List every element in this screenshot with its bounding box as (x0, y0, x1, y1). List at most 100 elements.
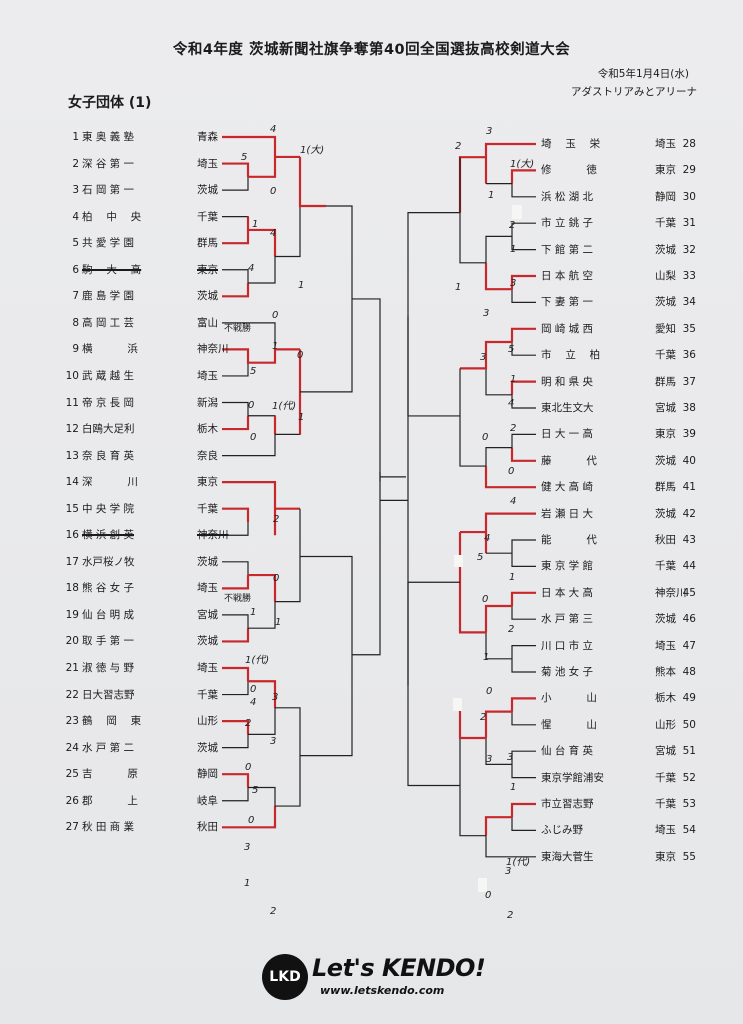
team-name: 仙 台 明 成 (82, 608, 135, 621)
score-mark: 5 (250, 366, 257, 377)
team-prefecture: 栃木 (655, 692, 676, 705)
team-prefecture: 埼玉 (197, 662, 218, 674)
score-mark: 1(代) (272, 401, 297, 412)
team-number: 16 (65, 529, 79, 542)
team-prefecture: 千葉 (655, 349, 676, 362)
team-name: 下 妻 第 一 (541, 296, 594, 309)
winner-line (484, 466, 536, 489)
team-prefecture: 茨城 (197, 184, 218, 197)
team-name: 横 浜 (82, 343, 138, 356)
team-number: 5 (72, 237, 79, 250)
team-prefecture: 茨城 (197, 555, 218, 568)
team-name: 横 浜 創 英 (82, 529, 135, 542)
winner-line (248, 228, 277, 257)
team-name: 日 本 大 高 (541, 586, 594, 599)
team-number: 13 (65, 449, 79, 462)
team-name: 東 京 学 館 (541, 560, 594, 573)
winner-line (222, 283, 250, 298)
team-name: 小 山 (541, 692, 597, 705)
team-name: 水 戸 第 二 (82, 741, 135, 754)
team-prefecture: 東京 (655, 164, 676, 177)
winner-line (510, 169, 536, 184)
team-number: 53 (682, 798, 696, 810)
team-name: 東北生文大 (541, 402, 594, 414)
team-prefecture: 栃木 (197, 423, 218, 436)
team-name: 吉 原 (82, 768, 138, 781)
team-prefecture: 静岡 (655, 190, 676, 203)
team-prefecture: 千葉 (197, 688, 218, 701)
team-prefecture: 千葉 (655, 560, 676, 573)
winner-line (222, 719, 250, 735)
score-mark: 4 (484, 533, 491, 544)
page-title: 令和4年度 茨城新聞社旗争奪第40回全国選抜高校剣道大会 (172, 42, 571, 58)
team-prefecture: 茨城 (197, 635, 218, 648)
score-mark: 0 (250, 684, 257, 695)
logo-badge: LKD (262, 954, 308, 1000)
team-prefecture: 熊本 (655, 666, 676, 678)
winner-line (460, 340, 512, 370)
score-mark: 2 (508, 624, 515, 635)
team-number: 30 (682, 190, 696, 203)
team-number: 24 (65, 741, 79, 754)
team-number: 49 (682, 692, 696, 705)
event-venue: アダストリアみとアリーナ (571, 86, 697, 98)
team-prefecture: 愛知 (655, 322, 676, 335)
team-number: 32 (682, 243, 696, 256)
forfeit-note-6: 不戦勝 (224, 324, 252, 334)
team-number: 50 (682, 718, 696, 731)
forfeit-note-16: 不戦勝 (224, 594, 252, 604)
team-name: 郡 上 (82, 794, 138, 807)
team-prefecture: 茨城 (197, 290, 218, 303)
team-name: 深 谷 第 一 (82, 157, 135, 170)
score-mark: 0 (486, 686, 493, 697)
team-prefecture: 茨城 (655, 243, 676, 256)
score-mark: 4 (250, 697, 257, 708)
team-number: 4 (72, 210, 79, 223)
score-mark: 0 (248, 815, 255, 826)
team-name: 柏 中 央 (82, 210, 142, 223)
team-number: 6 (72, 263, 79, 276)
winner-line (222, 628, 250, 643)
team-number: 21 (65, 662, 79, 674)
winner-line (484, 142, 536, 184)
team-name: 市 立 銚 子 (541, 217, 594, 230)
team-prefecture: 青森 (197, 131, 218, 143)
logo-url: www.letskendo.com (320, 984, 445, 997)
team-number: 43 (682, 534, 696, 546)
team-number: 23 (65, 715, 79, 728)
score-mark: 1(代) (245, 655, 270, 666)
team-number: 3 (72, 184, 79, 197)
team-prefecture: 千葉 (655, 771, 676, 784)
team-prefecture: 千葉 (197, 210, 218, 223)
team-prefecture: 埼玉 (655, 639, 676, 652)
team-prefecture: 埼玉 (197, 582, 218, 595)
team-name: ふじみ野 (541, 824, 583, 837)
team-prefecture: 茨城 (655, 296, 676, 309)
score-mark: 0 (270, 186, 277, 197)
team-name: 駒 大 高 (82, 263, 142, 276)
score-mark: 3 (272, 692, 279, 703)
winner-line (484, 512, 536, 554)
score-mark: 5 (252, 785, 259, 796)
winner-line (222, 415, 250, 431)
team-number: 19 (65, 608, 79, 621)
team-prefecture: 宮城 (655, 745, 676, 758)
winner-line (510, 274, 536, 290)
team-prefecture: 東京 (655, 850, 676, 863)
winner-line (222, 575, 250, 590)
team-number: 11 (65, 396, 79, 409)
team-number: 51 (682, 745, 696, 758)
